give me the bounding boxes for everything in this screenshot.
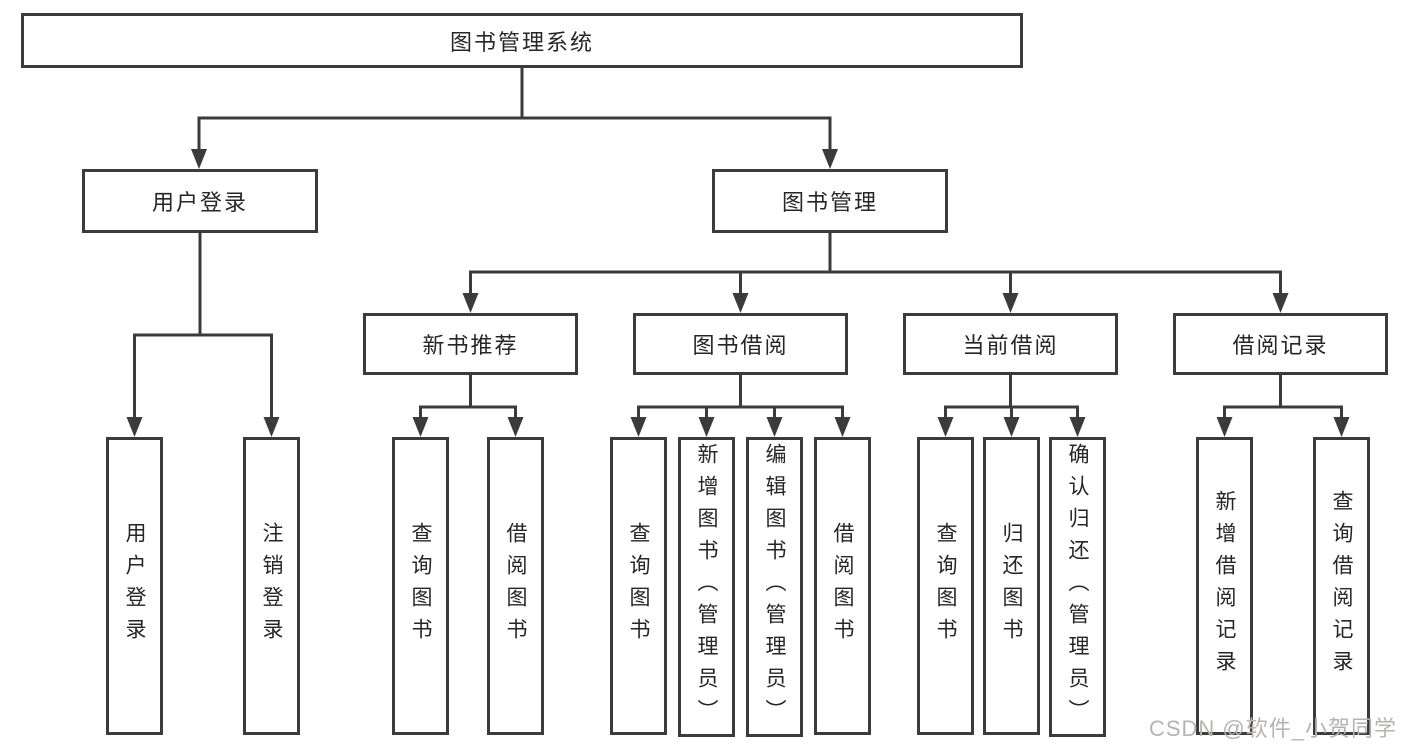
leaf-newbook-borrow-book: 借阅图书 xyxy=(487,437,544,735)
leaf-query-borrow-record-label: 查询借阅记录 xyxy=(1330,490,1354,682)
leaf-newbook-query-book-label: 查询图书 xyxy=(409,522,433,650)
leaf-user-login: 用户登录 xyxy=(106,437,163,735)
leaf-return-book: 归还图书 xyxy=(983,437,1040,735)
leaf-logout-login: 注销登录 xyxy=(243,437,300,735)
leaf-current-query-book: 查询图书 xyxy=(917,437,974,735)
node-borrow-record: 借阅记录 xyxy=(1173,313,1388,375)
leaf-edit-book-admin-label: 编辑图书（管理员） xyxy=(763,443,787,731)
connector-root-to-level2 xyxy=(191,68,838,169)
leaf-edit-book-admin: 编辑图书（管理员） xyxy=(746,437,803,737)
leaf-borrow-query-book-label: 查询图书 xyxy=(627,522,651,650)
node-root: 图书管理系统 xyxy=(21,13,1023,68)
node-current-borrow: 当前借阅 xyxy=(903,313,1118,375)
leaf-newbook-borrow-book-label: 借阅图书 xyxy=(504,522,528,650)
connector-bookborrow-to-leaves xyxy=(630,375,851,437)
connector-bookmgmt-to-level3 xyxy=(462,233,1289,313)
connector-newbook-to-leaves xyxy=(412,375,524,437)
node-book-management: 图书管理 xyxy=(712,169,948,233)
leaf-logout-login-label: 注销登录 xyxy=(260,522,284,650)
leaf-return-book-label: 归还图书 xyxy=(1000,522,1024,650)
leaf-confirm-return-admin-label: 确认归还（管理员） xyxy=(1066,443,1090,731)
node-book-management-label: 图书管理 xyxy=(781,190,878,215)
leaf-add-borrow-record-label: 新增借阅记录 xyxy=(1213,490,1237,682)
leaf-query-borrow-record: 查询借阅记录 xyxy=(1313,437,1370,735)
connector-userlogin-to-leaves xyxy=(126,233,280,437)
node-book-borrow: 图书借阅 xyxy=(633,313,848,375)
leaf-confirm-return-admin: 确认归还（管理员） xyxy=(1049,437,1106,737)
leaf-current-query-book-label: 查询图书 xyxy=(934,522,958,650)
node-user-login-label: 用户登录 xyxy=(151,190,248,215)
node-new-book-recommend-label: 新书推荐 xyxy=(422,333,519,358)
node-book-borrow-label: 图书借阅 xyxy=(692,333,789,358)
node-current-borrow-label: 当前借阅 xyxy=(962,333,1059,358)
node-user-login: 用户登录 xyxy=(82,169,318,233)
connector-borrowrecord-to-leaves xyxy=(1216,375,1350,437)
node-new-book-recommend: 新书推荐 xyxy=(363,313,578,375)
leaf-borrow-query-book: 查询图书 xyxy=(610,437,667,735)
leaf-borrow-borrow-book: 借阅图书 xyxy=(814,437,871,735)
leaf-add-borrow-record: 新增借阅记录 xyxy=(1196,437,1253,735)
node-root-label: 图书管理系统 xyxy=(449,29,594,55)
leaf-user-login-label: 用户登录 xyxy=(123,522,147,650)
leaf-borrow-borrow-book-label: 借阅图书 xyxy=(831,522,855,650)
leaf-newbook-query-book: 查询图书 xyxy=(392,437,449,735)
connector-currentborrow-to-leaves xyxy=(937,375,1086,437)
leaf-add-book-admin: 新增图书（管理员） xyxy=(678,437,735,737)
leaf-add-book-admin-label: 新增图书（管理员） xyxy=(695,443,719,731)
node-borrow-record-label: 借阅记录 xyxy=(1232,333,1329,358)
